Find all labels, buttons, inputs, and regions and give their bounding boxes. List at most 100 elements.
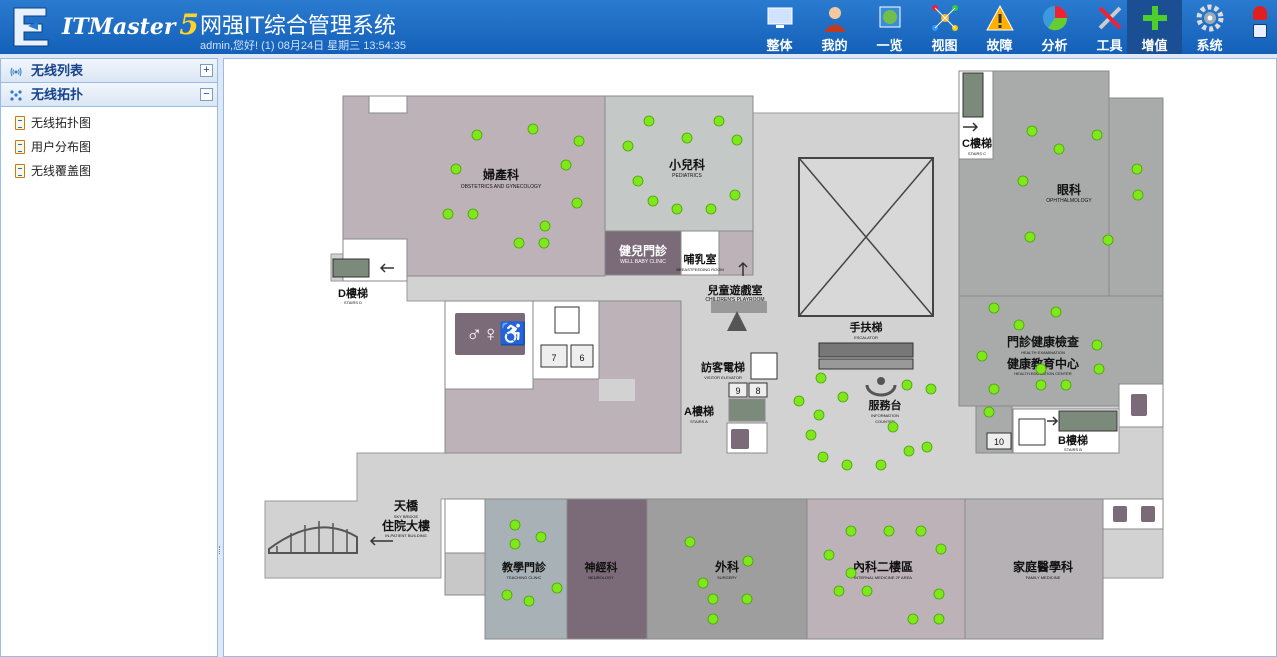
nav-tools[interactable]: 工具 xyxy=(1082,0,1137,54)
expand-toggle[interactable]: + xyxy=(200,64,213,77)
wireless-user-dot[interactable] xyxy=(1102,234,1114,246)
wireless-user-dot[interactable] xyxy=(509,519,521,531)
wireless-user-dot[interactable] xyxy=(988,383,1000,395)
wireless-user-dot[interactable] xyxy=(833,585,845,597)
wireless-user-dot[interactable] xyxy=(632,175,644,187)
wireless-user-dot[interactable] xyxy=(450,163,462,175)
wireless-user-dot[interactable] xyxy=(1132,189,1144,201)
tree-item-coverage-map[interactable]: 无线覆盖图 xyxy=(1,159,217,183)
wireless-user-dot[interactable] xyxy=(442,208,454,220)
wireless-user-dot[interactable] xyxy=(837,391,849,403)
wireless-user-dot[interactable] xyxy=(573,135,585,147)
wireless-user-dot[interactable] xyxy=(622,140,634,152)
wireless-user-dot[interactable] xyxy=(903,445,915,457)
wireless-user-dot[interactable] xyxy=(925,383,937,395)
nav-warning[interactable]: 故障 xyxy=(972,0,1027,54)
wireless-user-dot[interactable] xyxy=(1013,319,1025,331)
wireless-user-dot[interactable] xyxy=(1131,163,1143,175)
splitter-grip[interactable] xyxy=(219,546,222,554)
wireless-user-dot[interactable] xyxy=(1053,143,1065,155)
wireless-user-dot[interactable] xyxy=(538,237,550,249)
collapse-toggle[interactable]: − xyxy=(200,88,213,101)
wireless-user-dot[interactable] xyxy=(1060,379,1072,391)
wireless-user-dot[interactable] xyxy=(813,409,825,421)
wireless-user-dot[interactable] xyxy=(817,451,829,463)
wireless-user-dot[interactable] xyxy=(1035,363,1047,375)
wireless-user-dot[interactable] xyxy=(1017,175,1029,187)
wireless-user-dot[interactable] xyxy=(1026,125,1038,137)
nav-gear[interactable]: 系统 xyxy=(1182,0,1237,54)
tree-item-topology-map[interactable]: 无线拓扑图 xyxy=(1,111,217,135)
wireless-user-dot[interactable] xyxy=(841,459,853,471)
wireless-user-dot[interactable] xyxy=(915,525,927,537)
wireless-user-dot[interactable] xyxy=(551,582,563,594)
nav-plus[interactable]: 增值 xyxy=(1127,0,1182,54)
wireless-user-dot[interactable] xyxy=(988,302,1000,314)
wireless-user-dot[interactable] xyxy=(1050,306,1062,318)
wireless-user-dot[interactable] xyxy=(883,525,895,537)
tree-item-user-distribution[interactable]: 用户分布图 xyxy=(1,135,217,159)
wireless-user-dot[interactable] xyxy=(571,197,583,209)
wireless-user-dot[interactable] xyxy=(983,406,995,418)
wireless-user-dot[interactable] xyxy=(815,372,827,384)
logout-icon[interactable] xyxy=(1253,24,1267,38)
wireless-user-dot[interactable] xyxy=(901,379,913,391)
nav-pie-chart[interactable]: 分析 xyxy=(1027,0,1082,54)
wireless-user-dot[interactable] xyxy=(805,429,817,441)
wireless-user-dot[interactable] xyxy=(1091,129,1103,141)
nav-globe[interactable]: 一览 xyxy=(862,0,917,54)
floor-plan-map[interactable]: ♂♀♿ 婦產科 OBSTETRICS AND GYNECOLOGY 小兒科 PE… xyxy=(224,59,1277,657)
wireless-user-dot[interactable] xyxy=(907,613,919,625)
wireless-user-dot[interactable] xyxy=(1091,339,1103,351)
alarm-icon[interactable] xyxy=(1253,6,1267,20)
wireless-user-dot[interactable] xyxy=(471,129,483,141)
wireless-user-dot[interactable] xyxy=(509,538,521,550)
wireless-user-dot[interactable] xyxy=(933,613,945,625)
wireless-user-dot[interactable] xyxy=(705,203,717,215)
wireless-user-dot[interactable] xyxy=(501,589,513,601)
wireless-user-dot[interactable] xyxy=(731,134,743,146)
wireless-user-dot[interactable] xyxy=(729,189,741,201)
nav-network[interactable]: 视图 xyxy=(917,0,972,54)
wireless-user-dot[interactable] xyxy=(1035,379,1047,391)
wireless-user-dot[interactable] xyxy=(707,613,719,625)
wireless-user-dot[interactable] xyxy=(560,159,572,171)
panel-wireless-topology[interactable]: 无线拓扑 − xyxy=(1,83,217,107)
sidebar-splitter[interactable] xyxy=(218,58,223,657)
wireless-user-dot[interactable] xyxy=(671,203,683,215)
wireless-user-dot[interactable] xyxy=(935,543,947,555)
nav-monitor[interactable]: 整体 xyxy=(752,0,807,54)
wireless-user-dot[interactable] xyxy=(823,549,835,561)
wireless-user-dot[interactable] xyxy=(707,593,719,605)
wireless-user-dot[interactable] xyxy=(887,421,899,433)
wireless-user-dot[interactable] xyxy=(643,115,655,127)
monitor-icon xyxy=(767,7,792,28)
panel-wireless-list[interactable]: 无线列表 + xyxy=(1,59,217,83)
wireless-user-dot[interactable] xyxy=(539,220,551,232)
wireless-user-dot[interactable] xyxy=(684,536,696,548)
wireless-user-dot[interactable] xyxy=(742,555,754,567)
wireless-user-dot[interactable] xyxy=(1093,363,1105,375)
wireless-user-dot[interactable] xyxy=(713,115,725,127)
wireless-user-dot[interactable] xyxy=(976,350,988,362)
wireless-user-dot[interactable] xyxy=(845,525,857,537)
wireless-user-dot[interactable] xyxy=(647,195,659,207)
wireless-user-dot[interactable] xyxy=(741,593,753,605)
wireless-user-dot[interactable] xyxy=(875,459,887,471)
wireless-user-dot[interactable] xyxy=(845,567,857,579)
wireless-user-dot[interactable] xyxy=(527,123,539,135)
wireless-user-dot[interactable] xyxy=(1024,231,1036,243)
wireless-user-dot[interactable] xyxy=(535,531,547,543)
wireless-user-dot[interactable] xyxy=(467,208,479,220)
wireless-user-dot[interactable] xyxy=(681,132,693,144)
wireless-user-dot[interactable] xyxy=(921,441,933,453)
app-title: 网强IT综合管理系统 xyxy=(200,14,396,39)
wireless-user-dot[interactable] xyxy=(513,237,525,249)
wireless-user-dot[interactable] xyxy=(861,585,873,597)
wireless-user-dot[interactable] xyxy=(933,588,945,600)
nav-user[interactable]: 我的 xyxy=(807,0,862,54)
wireless-user-dot[interactable] xyxy=(793,395,805,407)
wireless-user-dot[interactable] xyxy=(697,577,709,589)
wireless-user-dot[interactable] xyxy=(523,595,535,607)
